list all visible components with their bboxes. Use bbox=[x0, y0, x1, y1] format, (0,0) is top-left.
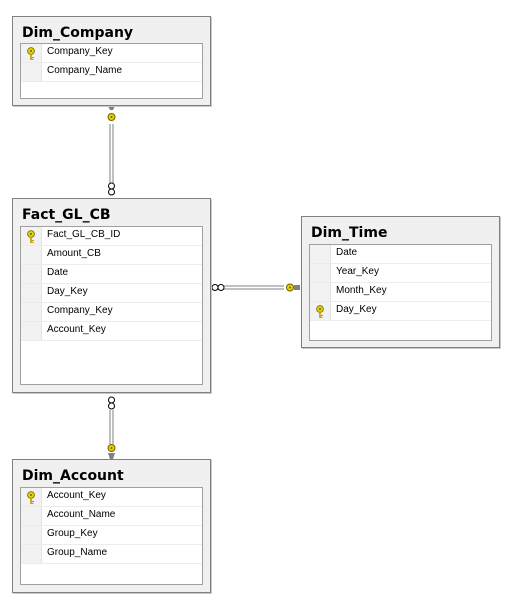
row-selector[interactable] bbox=[21, 526, 42, 544]
column-row-fact-gl-cb-id[interactable]: Fact_GL_CB_ID bbox=[21, 227, 202, 246]
row-selector[interactable] bbox=[21, 322, 42, 340]
column-row-amount-cb[interactable]: Amount_CB bbox=[21, 246, 202, 265]
table-title: Dim_Company bbox=[22, 25, 134, 41]
column-name: Date bbox=[47, 267, 69, 278]
table-title: Dim_Time bbox=[311, 225, 388, 241]
row-selector[interactable] bbox=[21, 303, 42, 321]
row-selector[interactable] bbox=[21, 545, 42, 563]
column-name: Year_Key bbox=[336, 266, 379, 277]
many-end-infinity-icon bbox=[108, 396, 115, 410]
table-title: Fact_GL_CB bbox=[22, 207, 111, 223]
column-name: Day_Key bbox=[336, 304, 377, 315]
column-name: Account_Name bbox=[47, 509, 116, 520]
column-row-date[interactable]: Date bbox=[310, 245, 491, 264]
key-icon bbox=[315, 304, 325, 318]
column-row-group-name[interactable]: Group_Name bbox=[21, 545, 202, 564]
column-name: Group_Name bbox=[47, 547, 108, 558]
row-selector[interactable] bbox=[21, 265, 42, 283]
relationship-fact-account[interactable] bbox=[107, 396, 116, 459]
column-name: Account_Key bbox=[47, 324, 106, 335]
relationship-company-fact[interactable] bbox=[107, 106, 116, 196]
row-selector[interactable] bbox=[310, 302, 331, 320]
row-selector[interactable] bbox=[21, 246, 42, 264]
row-selector[interactable] bbox=[21, 488, 42, 506]
key-icon bbox=[26, 229, 36, 243]
row-selector[interactable] bbox=[310, 264, 331, 282]
column-name: Company_Key bbox=[47, 46, 113, 57]
column-name: Group_Key bbox=[47, 528, 98, 539]
column-row-day-key[interactable]: Day_Key bbox=[310, 302, 491, 321]
table-title: Dim_Account bbox=[22, 468, 124, 484]
row-selector[interactable] bbox=[310, 245, 331, 263]
row-selector[interactable] bbox=[21, 227, 42, 245]
many-end-infinity-icon bbox=[211, 284, 225, 291]
column-row-day-key[interactable]: Day_Key bbox=[21, 284, 202, 303]
column-name: Account_Key bbox=[47, 490, 106, 501]
column-name: Month_Key bbox=[336, 285, 387, 296]
column-name: Day_Key bbox=[47, 286, 88, 297]
row-selector[interactable] bbox=[21, 63, 42, 81]
one-end-key-icon bbox=[107, 106, 116, 121]
column-row-account-key[interactable]: Account_Key bbox=[21, 322, 202, 341]
column-name: Company_Key bbox=[47, 305, 113, 316]
column-row-company-name[interactable]: Company_Name bbox=[21, 63, 202, 82]
column-row-month-key[interactable]: Month_Key bbox=[310, 283, 491, 302]
column-row-company-key[interactable]: Company_Key bbox=[21, 44, 202, 63]
column-row-account-key[interactable]: Account_Key bbox=[21, 488, 202, 507]
column-row-company-key[interactable]: Company_Key bbox=[21, 303, 202, 322]
column-row-account-name[interactable]: Account_Name bbox=[21, 507, 202, 526]
row-selector[interactable] bbox=[310, 283, 331, 301]
one-end-key-icon bbox=[286, 283, 300, 292]
column-name: Company_Name bbox=[47, 65, 123, 76]
key-icon bbox=[26, 46, 36, 60]
column-row-date[interactable]: Date bbox=[21, 265, 202, 284]
row-selector[interactable] bbox=[21, 284, 42, 302]
key-icon bbox=[26, 490, 36, 504]
column-name: Amount_CB bbox=[47, 248, 101, 259]
column-row-year-key[interactable]: Year_Key bbox=[310, 264, 491, 283]
column-row-group-key[interactable]: Group_Key bbox=[21, 526, 202, 545]
column-name: Fact_GL_CB_ID bbox=[47, 229, 121, 240]
row-selector[interactable] bbox=[21, 44, 42, 62]
one-end-key-icon bbox=[107, 444, 116, 459]
relationship-fact-time[interactable] bbox=[211, 283, 300, 292]
many-end-infinity-icon bbox=[108, 182, 115, 196]
row-selector[interactable] bbox=[21, 507, 42, 525]
column-name: Date bbox=[336, 247, 358, 258]
